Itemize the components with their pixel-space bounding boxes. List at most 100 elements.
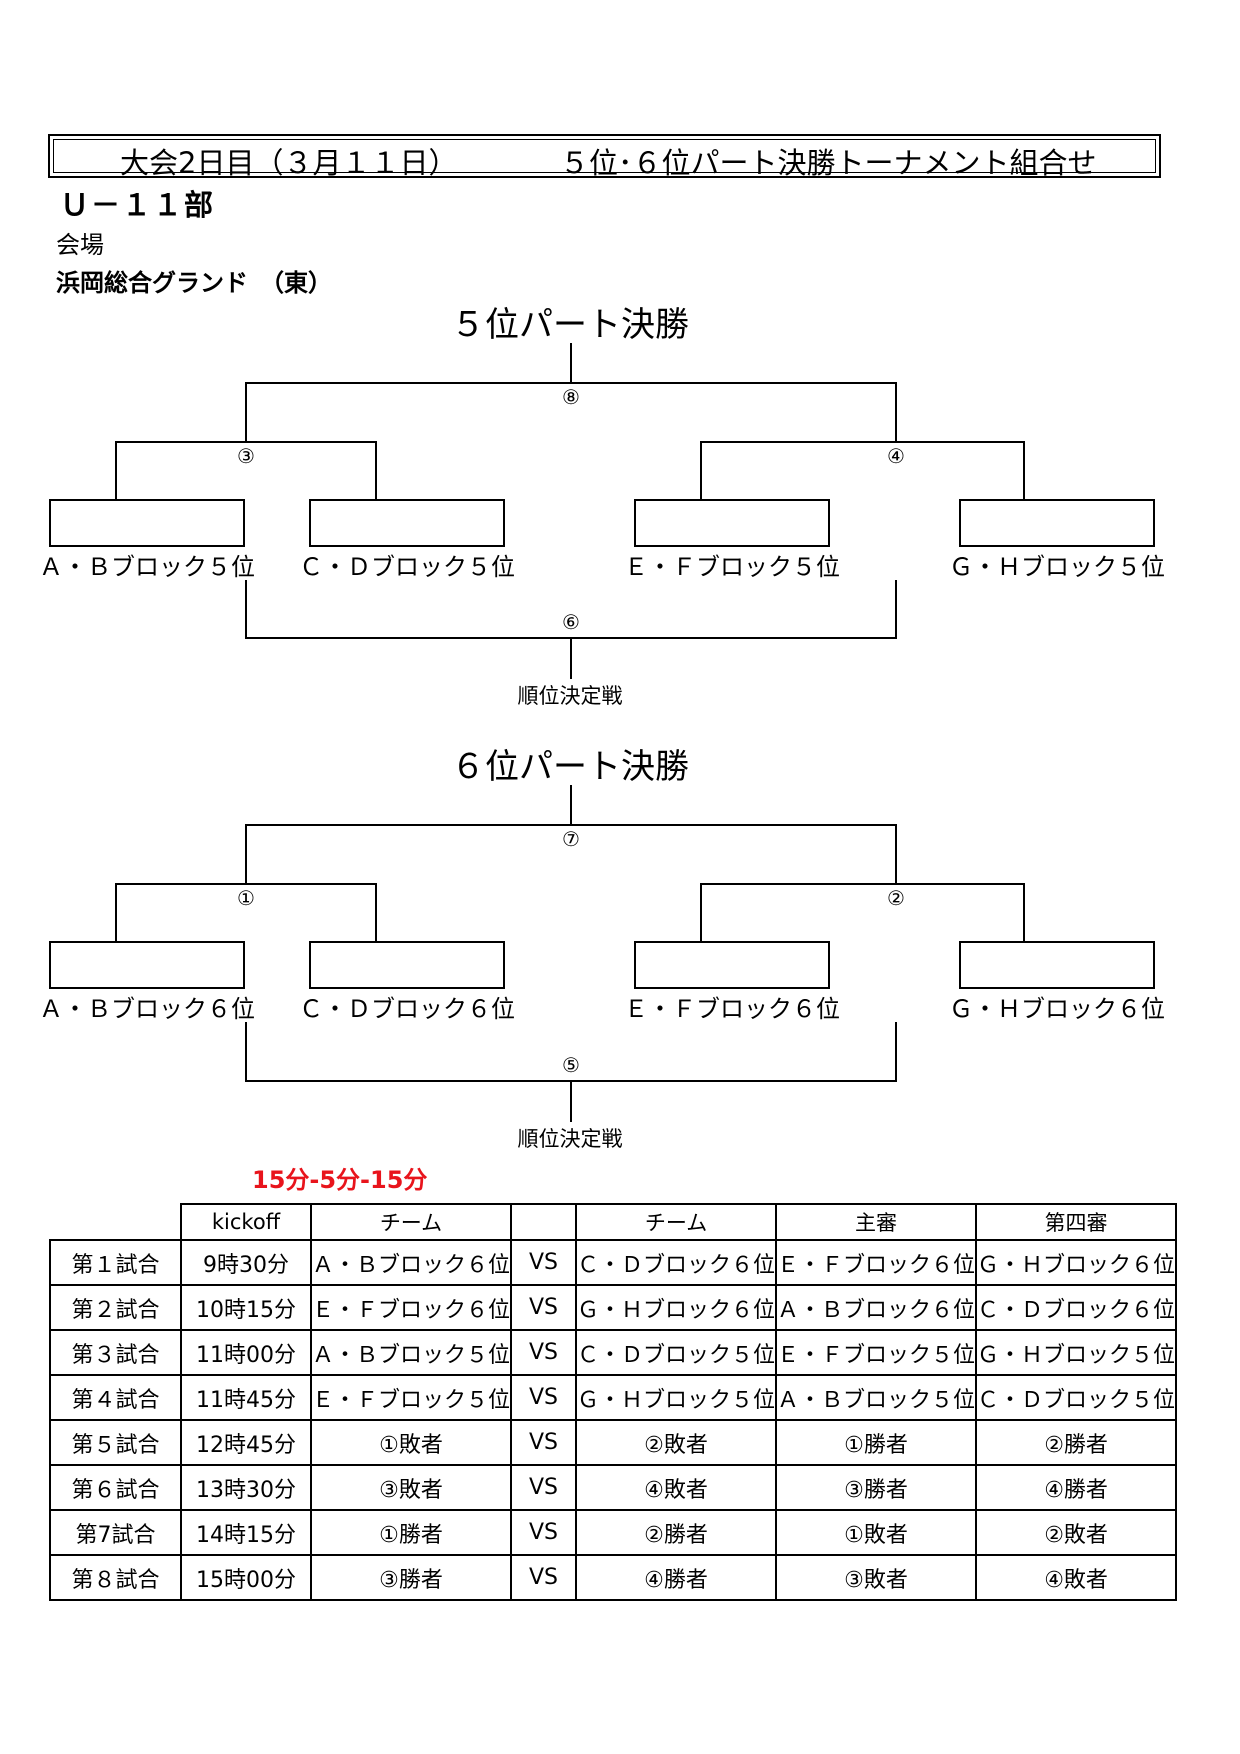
- bracket-5-line: [895, 382, 897, 442]
- cell-kickoff-time: 11時45分: [180, 1374, 312, 1421]
- page-title-main: ５位･６位パート決勝トーナメント組合せ: [560, 146, 1097, 180]
- team-label: Ｇ・Ｈブロック５位: [949, 553, 1165, 581]
- cell-referee: Ｅ・Ｆブロック５位: [775, 1329, 978, 1376]
- cell-team-home: ①敗者: [309, 1419, 513, 1466]
- bracket-5-line: [570, 343, 572, 383]
- bracket-6-placement-number: ⑤: [551, 1054, 591, 1076]
- bracket-6-line: [700, 883, 1025, 885]
- cell-team-away: ②勝者: [575, 1509, 778, 1556]
- header-fourth-official: 第四審: [975, 1203, 1178, 1241]
- cell-kickoff-time: 12時45分: [180, 1419, 312, 1466]
- cell-match-number: 第５試合: [49, 1419, 182, 1466]
- bracket-6-line: [700, 883, 702, 942]
- cell-team-home: Ｅ・Ｆブロック５位: [309, 1374, 513, 1421]
- division-heading: Ｕ－１１部: [60, 188, 216, 222]
- cell-vs: VS: [510, 1329, 578, 1376]
- cell-match-number: 第３試合: [49, 1329, 182, 1376]
- bracket-5-title: ５位パート決勝: [451, 305, 689, 345]
- cell-fourth-official: Ｃ・Ｄブロック５位: [975, 1374, 1178, 1421]
- bracket-5-line: [115, 441, 117, 500]
- bracket-6-line: [115, 883, 117, 942]
- bracket-5-line: [245, 382, 247, 442]
- bracket-6-line: [245, 1022, 247, 1081]
- cell-team-away: Ｇ・Ｈブロック５位: [575, 1374, 778, 1421]
- cell-team-away: ④敗者: [575, 1464, 778, 1511]
- cell-team-away: Ｃ・Ｄブロック５位: [575, 1329, 778, 1376]
- bracket-5-left-semi-number: ③: [226, 445, 266, 467]
- bracket-6-left-semi-number: ①: [226, 887, 266, 909]
- bracket-5-line: [1023, 441, 1025, 500]
- cell-team-away: Ｃ・Ｄブロック６位: [575, 1239, 778, 1286]
- bracket-5-placement-label: 順位決定戦: [517, 684, 623, 708]
- cell-vs: VS: [510, 1419, 578, 1466]
- cell-match-number: 第６試合: [49, 1464, 182, 1511]
- venue-name: 浜岡総合グランド （東）: [56, 269, 332, 297]
- cell-kickoff-time: 13時30分: [180, 1464, 312, 1511]
- cell-match-number: 第２試合: [49, 1284, 182, 1331]
- bracket-6-line: [375, 883, 377, 942]
- cell-team-home: ③敗者: [309, 1464, 513, 1511]
- header-team-away: チーム: [575, 1203, 778, 1241]
- cell-referee: Ａ・Ｂブロック６位: [775, 1284, 978, 1331]
- bracket-5-line: [895, 580, 897, 638]
- team-slot-box: [959, 499, 1155, 547]
- team-slot-box: [49, 941, 245, 989]
- cell-referee: ③敗者: [775, 1554, 978, 1601]
- bracket-6-line: [895, 824, 897, 884]
- cell-kickoff-time: 10時15分: [180, 1284, 312, 1331]
- bracket-5-placement-number: ⑥: [551, 611, 591, 633]
- team-label: Ａ・Ｂブロック５位: [39, 553, 255, 581]
- match-format: 15分-5分-15分: [252, 1166, 428, 1194]
- bracket-5-line: [245, 382, 897, 384]
- cell-referee: Ｅ・Ｆブロック６位: [775, 1239, 978, 1286]
- team-label: Ｃ・Ｄブロック６位: [299, 995, 515, 1023]
- cell-match-number: 第４試合: [49, 1374, 182, 1421]
- header-kickoff-time: kickoff: [180, 1203, 312, 1241]
- bracket-6-title: ６位パート決勝: [451, 747, 689, 787]
- cell-vs: VS: [510, 1554, 578, 1601]
- cell-fourth-official: ②勝者: [975, 1419, 1178, 1466]
- team-slot-box: [309, 941, 505, 989]
- bracket-5-line: [570, 637, 572, 679]
- team-label: Ｃ・Ｄブロック５位: [299, 553, 515, 581]
- header-match-number: [50, 1204, 182, 1241]
- team-label: Ｇ・Ｈブロック６位: [949, 995, 1165, 1023]
- header-team-home: チーム: [309, 1203, 513, 1241]
- cell-fourth-official: ④敗者: [975, 1554, 1178, 1601]
- cell-match-number: 第１試合: [49, 1239, 182, 1286]
- bracket-6-placement-label: 順位決定戦: [517, 1127, 623, 1151]
- cell-referee: ①敗者: [775, 1509, 978, 1556]
- cell-kickoff-time: 14時15分: [180, 1509, 312, 1556]
- bracket-6-line: [895, 1022, 897, 1081]
- bracket-5-line: [115, 441, 377, 443]
- bracket-6-line: [1023, 883, 1025, 942]
- bracket-5-line: [375, 441, 377, 500]
- cell-match-number: 第7試合: [49, 1509, 182, 1556]
- bracket-5-line: [700, 441, 1025, 443]
- cell-kickoff-time: 9時30分: [180, 1239, 312, 1286]
- team-slot-box: [49, 499, 245, 547]
- bracket-6-line: [115, 883, 377, 885]
- cell-vs: VS: [510, 1374, 578, 1421]
- cell-team-home: Ａ・Ｂブロック５位: [309, 1329, 513, 1376]
- team-label: Ｅ・Ｆブロック５位: [624, 553, 840, 581]
- team-slot-box: [309, 499, 505, 547]
- cell-fourth-official: Ｃ・Ｄブロック６位: [975, 1284, 1178, 1331]
- bracket-6-line: [570, 785, 572, 825]
- team-slot-box: [634, 941, 830, 989]
- page-title-inner-frame: [53, 139, 1156, 173]
- bracket-6-line: [570, 1080, 572, 1122]
- cell-team-home: ③勝者: [309, 1554, 513, 1601]
- cell-fourth-official: Ｇ・Ｈブロック５位: [975, 1329, 1178, 1376]
- cell-vs: VS: [510, 1464, 578, 1511]
- cell-vs: VS: [510, 1284, 578, 1331]
- bracket-6-right-semi-number: ②: [876, 887, 916, 909]
- header-vs: [510, 1203, 578, 1241]
- cell-fourth-official: Ｇ・Ｈブロック６位: [975, 1239, 1178, 1286]
